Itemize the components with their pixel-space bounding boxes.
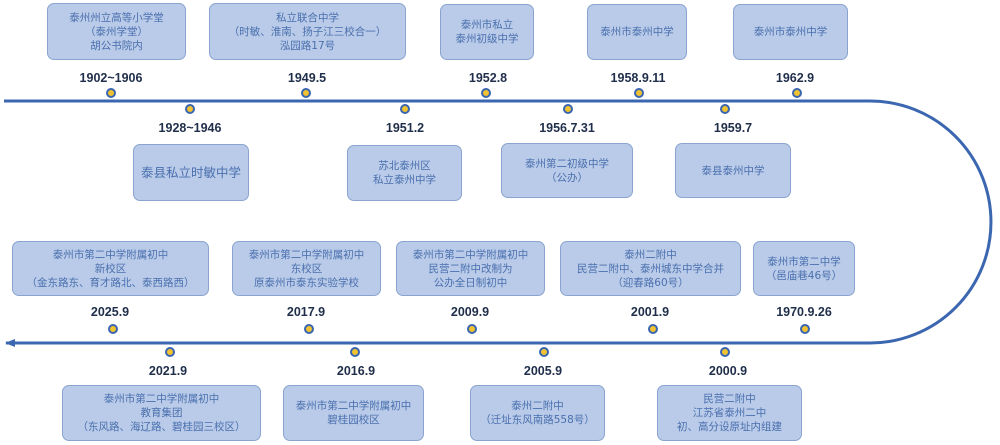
event-date-1928: 1928~1946 xyxy=(158,121,222,135)
event-date-2005: 2005.9 xyxy=(523,364,563,378)
event-date-1956: 1956.7.31 xyxy=(539,121,595,135)
timeline-dot-2005 xyxy=(539,347,549,357)
event-date-2009: 2009.9 xyxy=(450,305,490,319)
event-date-1959: 1959.7 xyxy=(713,121,753,135)
timeline-dot-2025 xyxy=(108,324,118,334)
timeline-dot-1956 xyxy=(563,104,573,114)
event-box-2025: 泰州市第二中学附属初中 新校区 （金东路东、育才路北、泰西路西） xyxy=(12,241,209,296)
event-box-1928: 泰县私立时敏中学 xyxy=(133,144,249,201)
event-box-1951: 苏北泰州区 私立泰州中学 xyxy=(347,145,462,201)
event-box-1962: 泰州市泰州中学 xyxy=(733,4,848,60)
timeline-dot-1949 xyxy=(301,88,311,98)
event-date-1952: 1952.8 xyxy=(468,71,508,85)
timeline-dot-1959 xyxy=(720,104,730,114)
event-box-2000: 民营二附中 江苏省泰州二中 初、高分设原址内组建 xyxy=(657,385,802,441)
timeline-dot-2017 xyxy=(304,324,314,334)
timeline-dot-2021 xyxy=(165,347,175,357)
event-date-1949: 1949.5 xyxy=(287,71,327,85)
event-date-1951: 1951.2 xyxy=(385,121,425,135)
timeline-dot-1952 xyxy=(481,88,491,98)
event-box-2021: 泰州市第二中学附属初中 教育集团 （东风路、海辽路、碧桂园三校区） xyxy=(62,385,261,441)
event-box-2017: 泰州市第二中学附属初中 东校区 原泰州市泰东实验学校 xyxy=(232,241,381,296)
timeline-dot-1928 xyxy=(185,104,195,114)
event-date-1962: 1962.9 xyxy=(775,71,815,85)
timeline-line xyxy=(4,99,993,347)
timeline-dot-1902 xyxy=(106,88,116,98)
event-box-1959: 泰县泰州中学 xyxy=(675,143,791,198)
event-box-2005: 泰州二附中 （迁址东风南路558号） xyxy=(470,385,605,441)
event-date-1902: 1902~1906 xyxy=(79,71,143,85)
event-box-2009: 泰州市第二中学附属初中 民营二附中改制为 公办全日制初中 xyxy=(396,241,545,296)
event-box-1949: 私立联合中学 （时敏、淮南、扬子江三校合一） 泓园路17号 xyxy=(209,3,406,60)
event-box-1970: 泰州市第二中学 （邑庙巷46号） xyxy=(753,241,855,296)
event-date-2021: 2021.9 xyxy=(148,364,188,378)
event-date-2000: 2000.9 xyxy=(708,364,748,378)
timeline-dot-2001 xyxy=(648,324,658,334)
timeline-dot-2009 xyxy=(467,324,477,334)
event-date-1958: 1958.9.11 xyxy=(610,71,666,85)
timeline-dot-1970 xyxy=(800,324,810,334)
event-box-1956: 泰州第二初级中学 （公办） xyxy=(501,143,633,198)
event-date-2001: 2001.9 xyxy=(630,305,670,319)
event-box-2016: 泰州市第二中学附属初中 碧桂园校区 xyxy=(283,385,424,441)
event-date-1970: 1970.9.26 xyxy=(776,305,832,319)
event-box-1958: 泰州市泰州中学 xyxy=(587,4,687,60)
event-date-2025: 2025.9 xyxy=(90,305,130,319)
event-box-2001: 泰州二附中 民营二附中、泰州城东中学合并 （迎春路60号） xyxy=(560,241,741,296)
timeline-dot-2016 xyxy=(350,347,360,357)
event-date-2016: 2016.9 xyxy=(336,364,376,378)
timeline-dot-1962 xyxy=(792,88,802,98)
event-date-2017: 2017.9 xyxy=(286,305,326,319)
event-box-1902: 泰州州立高等小学堂 （泰州学堂） 胡公书院内 xyxy=(47,3,186,60)
timeline-dot-1958 xyxy=(634,88,644,98)
event-box-1952: 泰州市私立 泰州初级中学 xyxy=(440,4,534,60)
timeline-dot-1951 xyxy=(400,104,410,114)
timeline-dot-2000 xyxy=(720,347,730,357)
